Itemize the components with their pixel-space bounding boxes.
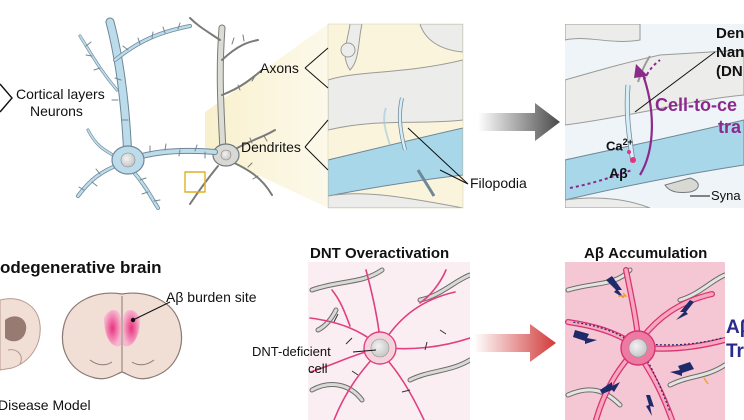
deficient-label-line-1: DNT-deficient (252, 344, 331, 359)
brain-section (62, 292, 182, 380)
section-title: odegenerative brain (0, 258, 162, 277)
transition-arrow-bottom (474, 324, 556, 362)
right-label-line-1: Aβ (726, 317, 744, 338)
cortical-layers-label: Cortical layers (16, 86, 105, 102)
cortex-bracket (0, 83, 13, 113)
dendrites-label: Dendrites (241, 139, 301, 155)
calcium-label: Ca2+ (606, 137, 633, 154)
filopodia-label: Filopodia (470, 175, 527, 191)
synapse-label: Syna (711, 188, 741, 203)
axons-label: Axons (260, 60, 299, 76)
dnt-title-line-1: Den (716, 25, 744, 42)
dnt-leaders (634, 51, 716, 197)
accumulation-panel (565, 262, 725, 420)
transfer-label-line-2: tra (718, 117, 742, 137)
deficient-leader (352, 349, 377, 353)
zoom-frame (327, 23, 464, 209)
overactivation-title: DNT Overactivation (310, 245, 450, 262)
deficient-label-line-2: cell (308, 361, 328, 376)
zoom-leaders (304, 47, 469, 185)
disease-model-label: Disease Model (0, 397, 91, 413)
calcium-charge: 2+ (622, 137, 633, 147)
calcium-text: Ca (606, 138, 623, 154)
dnt-title-line-2: Nan (716, 44, 744, 61)
zoom-panel (328, 24, 463, 208)
brain-small (0, 298, 41, 371)
transfer-label-line-1: Cell-to-ce (655, 95, 738, 115)
neurons-label: Neurons (30, 103, 83, 119)
neuron-illustration (76, 17, 276, 210)
right-label-line-2: Tr (726, 341, 744, 362)
overactivation-panel (308, 262, 470, 420)
dnt-title-line-3: (DN (716, 63, 743, 80)
transition-arrow-top (478, 103, 560, 141)
abeta-label: Aβ (609, 165, 628, 181)
dnt-panel (565, 24, 744, 208)
accumulation-title: Aβ Accumulation (584, 245, 708, 262)
abeta-burden-label: Aβ burden site (166, 289, 257, 305)
